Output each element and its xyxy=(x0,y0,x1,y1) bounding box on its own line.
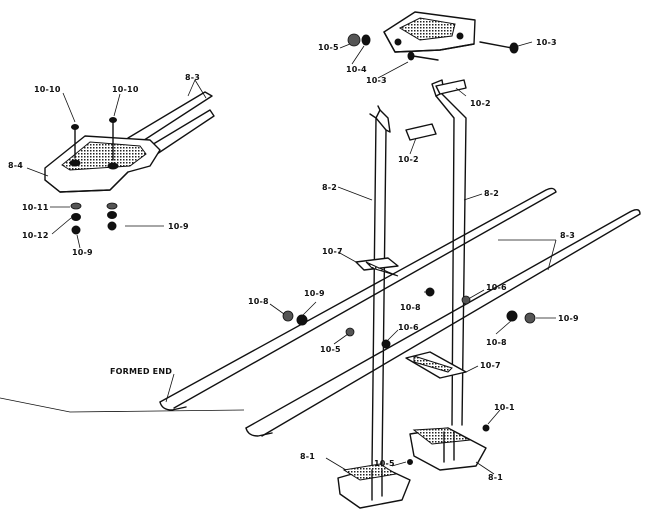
brace-upper xyxy=(355,257,399,277)
top-bracket xyxy=(383,11,476,53)
label-8-1-left: 8-1 xyxy=(300,452,315,461)
label-10-9-right: 10-9 xyxy=(558,314,579,323)
label-10-10-left: 10-10 xyxy=(34,85,61,94)
foot-left xyxy=(337,463,411,509)
label-10-3-right: 10-3 xyxy=(536,38,557,47)
rail-right xyxy=(245,209,641,437)
label-10-2-mid: 10-2 xyxy=(398,155,419,164)
label-8-2-left: 8-2 xyxy=(322,183,337,192)
seat-hole-right xyxy=(107,162,119,170)
nut-10-5-top xyxy=(347,33,361,47)
inset-nut-left xyxy=(71,225,81,235)
inset-rail-lower xyxy=(139,109,215,161)
label-10-12: 10-12 xyxy=(22,231,49,240)
label-10-6-lower: 10-6 xyxy=(398,323,419,332)
label-10-5-top: 10-5 xyxy=(318,43,339,52)
label-8-3-main: 8-3 xyxy=(560,231,575,240)
upright-left xyxy=(369,105,391,469)
nut-10-9-right xyxy=(524,312,536,324)
screw-10-1-a xyxy=(482,424,490,432)
nut-10-8-right xyxy=(506,310,518,322)
label-10-5-bottom: 10-5 xyxy=(374,459,395,468)
leader-lines xyxy=(165,41,557,475)
bracket-bolt-right xyxy=(479,41,519,54)
label-8-1-right: 8-1 xyxy=(488,473,503,482)
bracket-bolt-left xyxy=(407,51,439,61)
label-10-5-mid: 10-5 xyxy=(320,345,341,354)
inset-washer-left-2 xyxy=(71,213,81,221)
label-10-2-top: 10-2 xyxy=(470,99,491,108)
ground-line xyxy=(0,397,245,413)
inset-nut-right xyxy=(107,221,117,231)
part-labels: 10-10 10-10 8-3 8-4 10-11 10-12 10-9 10-… xyxy=(8,38,579,482)
label-10-8-right: 10-8 xyxy=(486,338,507,347)
label-10-9-left: 10-9 xyxy=(304,289,325,298)
grip-top xyxy=(435,79,467,95)
label-10-1: 10-1 xyxy=(494,403,515,412)
rail-left xyxy=(159,187,557,411)
inset-washer-right-2 xyxy=(107,211,117,219)
label-10-8-upper: 10-8 xyxy=(400,303,421,312)
label-10-9-inset-bottom: 10-9 xyxy=(72,248,93,257)
brace-lower xyxy=(405,351,467,379)
label-8-2-right: 8-2 xyxy=(484,189,499,198)
label-8-4: 8-4 xyxy=(8,161,23,170)
nut-10-6-upper-b xyxy=(461,295,471,305)
inset-washer-left-1 xyxy=(70,202,82,210)
label-10-7-upper: 10-7 xyxy=(322,247,343,256)
seat-top-texture xyxy=(61,141,147,171)
inset-washer-right-1 xyxy=(106,202,118,210)
seat-assembly-inset xyxy=(26,79,215,249)
nut-10-9-left xyxy=(296,314,308,326)
foot-right xyxy=(409,427,487,471)
washer-10-4 xyxy=(361,34,371,46)
inset-bolt-left xyxy=(71,124,79,159)
label-10-7-lower: 10-7 xyxy=(480,361,501,370)
label-10-4: 10-4 xyxy=(346,65,367,74)
label-10-8-left: 10-8 xyxy=(248,297,269,306)
inset-rail-upper xyxy=(127,91,213,147)
screw-10-1-b xyxy=(407,459,413,465)
label-10-10-right: 10-10 xyxy=(112,85,139,94)
label-formed-end: FORMED END xyxy=(110,367,172,376)
label-10-3-left: 10-3 xyxy=(366,76,387,85)
seat-hole-left xyxy=(69,159,81,167)
grip-middle xyxy=(405,123,437,141)
nut-10-6-lower xyxy=(381,339,391,349)
inset-bolt-right xyxy=(109,117,117,161)
label-10-9-inset: 10-9 xyxy=(168,222,189,231)
label-10-6-upper: 10-6 xyxy=(486,283,507,292)
nut-10-8-left xyxy=(282,310,294,322)
seat-side xyxy=(44,171,129,193)
label-10-11: 10-11 xyxy=(22,203,49,212)
label-8-3-inset: 8-3 xyxy=(185,73,200,82)
